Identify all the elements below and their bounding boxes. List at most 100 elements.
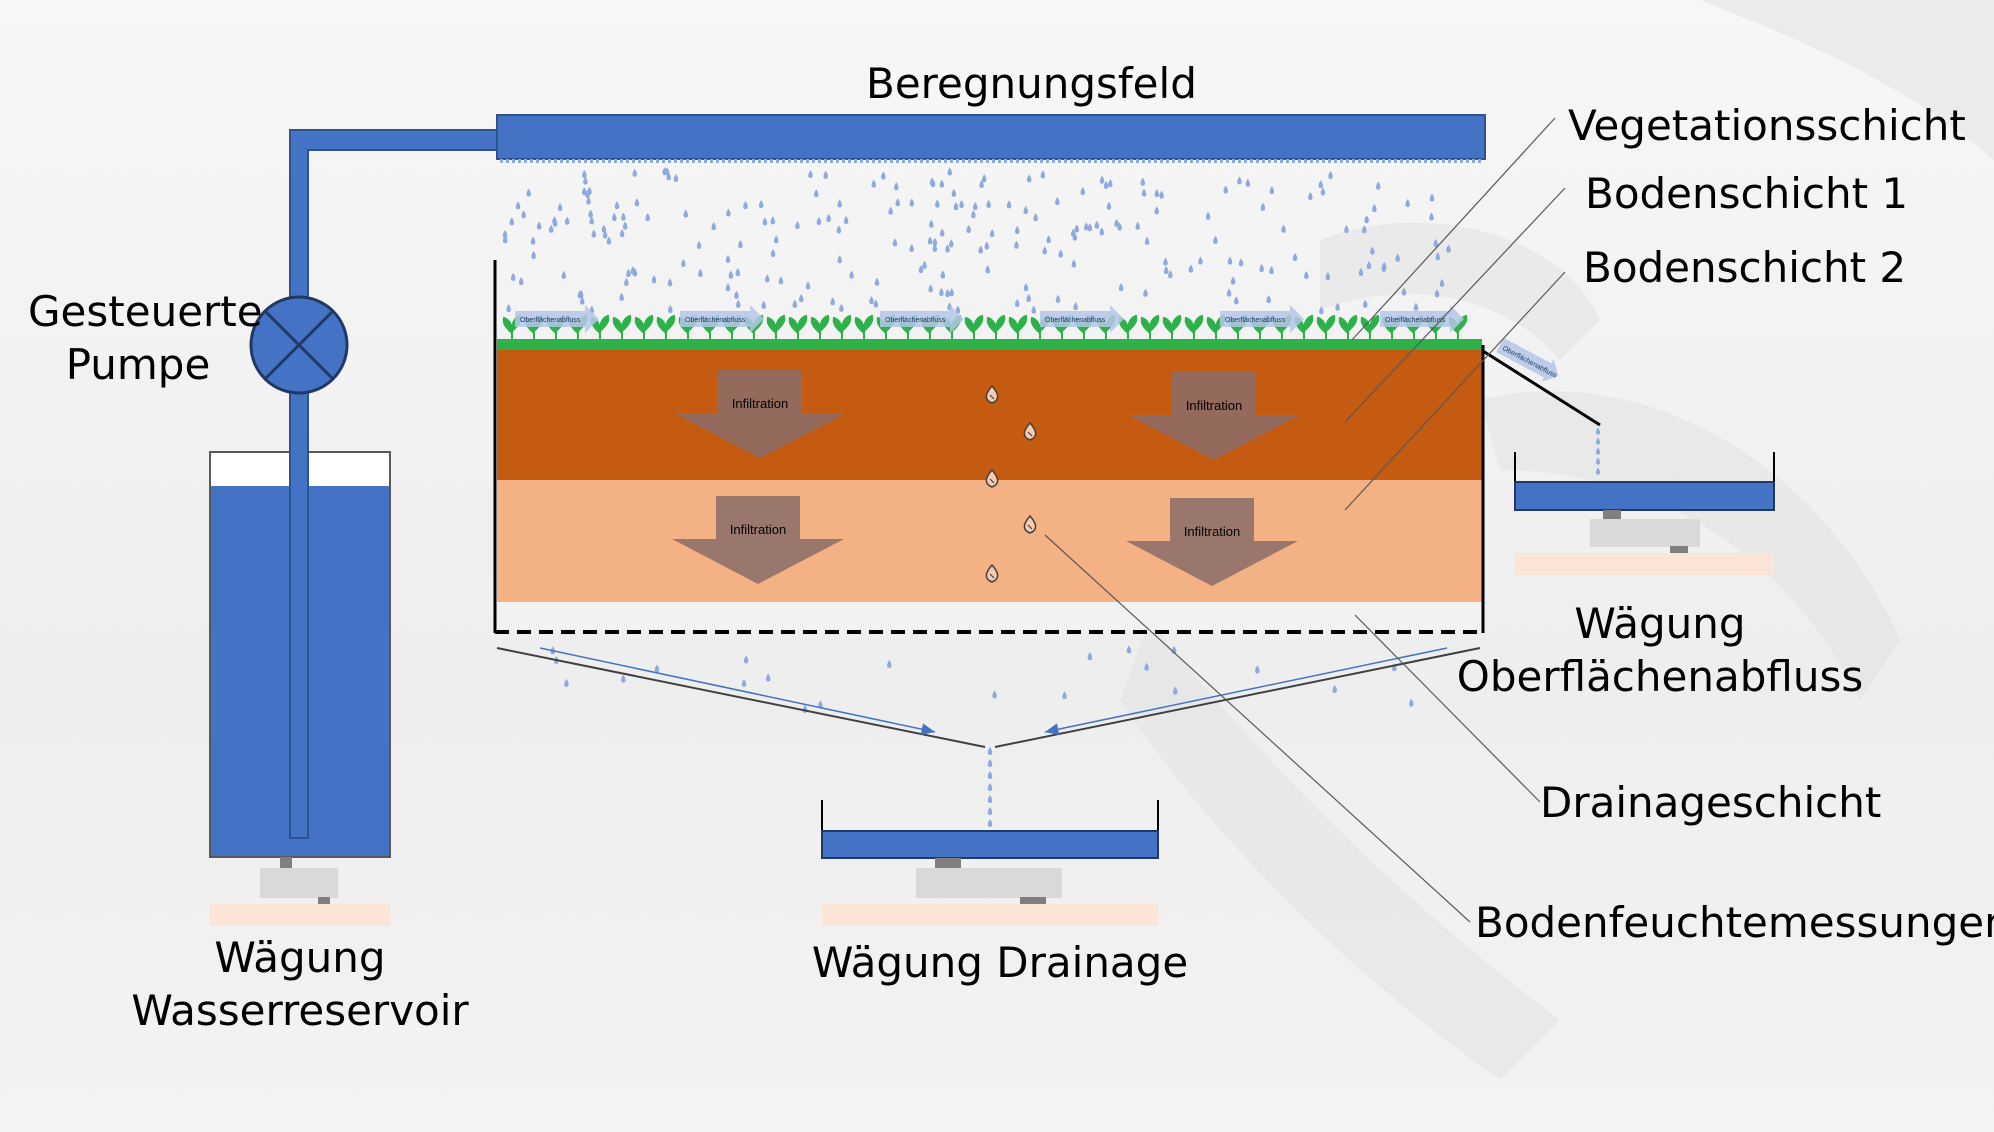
nozzle bbox=[1466, 159, 1469, 163]
nozzle bbox=[1166, 159, 1169, 163]
rain-drop bbox=[536, 221, 542, 230]
nozzle bbox=[1244, 159, 1247, 163]
nozzle bbox=[662, 159, 665, 163]
rain-drop bbox=[1304, 271, 1309, 280]
rain-drop bbox=[869, 296, 874, 305]
rain-drop bbox=[743, 201, 748, 210]
plant-icon bbox=[1008, 314, 1028, 340]
rain-drop bbox=[552, 216, 557, 225]
rain-drop bbox=[577, 290, 583, 299]
rain-drop bbox=[1055, 197, 1060, 206]
nozzle bbox=[668, 159, 671, 163]
drain-stream-drop bbox=[987, 759, 993, 767]
rain-drop bbox=[602, 230, 608, 239]
nozzle bbox=[518, 159, 521, 163]
rain-drop bbox=[928, 284, 933, 293]
rain-drop bbox=[711, 222, 716, 231]
nozzle bbox=[1376, 159, 1379, 163]
rain-drop bbox=[582, 169, 587, 178]
rain-drop bbox=[1366, 261, 1372, 270]
rain-drop bbox=[984, 241, 989, 250]
nozzle bbox=[500, 159, 503, 163]
rain-drop bbox=[823, 170, 828, 179]
surface-runoff-text: Oberflächenabfluss bbox=[520, 317, 581, 324]
rain-drop bbox=[591, 229, 597, 238]
nozzle bbox=[1046, 159, 1049, 163]
nozzle bbox=[1214, 159, 1217, 163]
rain-drop bbox=[1094, 220, 1100, 229]
plant-icon bbox=[1162, 314, 1182, 340]
drain-drop bbox=[1173, 686, 1178, 695]
reservoir-weighing-line-1: Wägung bbox=[214, 933, 386, 982]
rain-drop bbox=[548, 224, 554, 233]
nozzle bbox=[1334, 159, 1337, 163]
rain-drop bbox=[1358, 268, 1364, 277]
rain-drop bbox=[761, 300, 766, 309]
rain-drop bbox=[770, 248, 776, 257]
nozzle bbox=[1412, 159, 1415, 163]
nozzle bbox=[608, 159, 611, 163]
nozzle bbox=[1436, 159, 1439, 163]
rain-drop bbox=[1319, 306, 1324, 315]
pump-icon bbox=[249, 295, 349, 395]
rain-drop bbox=[506, 303, 511, 312]
plant-icon bbox=[986, 314, 1006, 340]
rain-drop bbox=[978, 245, 983, 254]
rain-drop bbox=[645, 213, 650, 222]
rain-drop bbox=[1405, 199, 1410, 208]
rain-drop bbox=[918, 265, 924, 274]
nozzle bbox=[1076, 159, 1079, 163]
nozzle bbox=[1304, 159, 1307, 163]
nozzle bbox=[1088, 159, 1091, 163]
rain-drop bbox=[1114, 218, 1119, 227]
rain-drop bbox=[1023, 206, 1028, 215]
rain-drop bbox=[1401, 287, 1407, 296]
rain-drop bbox=[947, 167, 953, 176]
rain-drop bbox=[582, 187, 587, 196]
rain-drop bbox=[1446, 244, 1451, 253]
nozzle bbox=[734, 159, 737, 163]
nozzle bbox=[572, 159, 575, 163]
drain-drop bbox=[887, 659, 892, 668]
rain-drop bbox=[509, 217, 515, 226]
surface-runoff-arrow: Oberflächenabfluss bbox=[1040, 305, 1124, 333]
rain-drop bbox=[989, 229, 995, 238]
rain-drop bbox=[668, 304, 673, 313]
nozzle bbox=[1208, 159, 1211, 163]
rain-drop bbox=[892, 238, 898, 247]
runoff-scale bbox=[1590, 519, 1700, 547]
nozzle bbox=[1292, 159, 1295, 163]
nozzle bbox=[1316, 159, 1319, 163]
drainage-scale-foot bbox=[935, 858, 961, 868]
runoff-stream-drop bbox=[1595, 437, 1601, 445]
nozzle bbox=[914, 159, 917, 163]
vegetation-layer bbox=[497, 339, 1482, 350]
nozzle bbox=[782, 159, 785, 163]
nozzle bbox=[1124, 159, 1127, 163]
nozzle bbox=[1142, 159, 1145, 163]
rain-drop bbox=[1363, 299, 1368, 308]
rain-drop bbox=[1154, 206, 1159, 215]
rain-drop bbox=[1308, 191, 1313, 200]
rain-drop bbox=[1269, 266, 1274, 275]
rain-drop bbox=[1014, 299, 1020, 308]
rain-drop bbox=[1260, 202, 1266, 211]
rain-drop bbox=[939, 287, 944, 296]
nozzle bbox=[848, 159, 851, 163]
nozzle bbox=[1472, 159, 1475, 163]
rain-drop bbox=[799, 294, 804, 303]
rain-drop bbox=[895, 198, 901, 207]
nozzle bbox=[878, 159, 881, 163]
nozzle bbox=[854, 159, 857, 163]
nozzle bbox=[962, 159, 965, 163]
nozzle bbox=[524, 159, 527, 163]
sprinkler-nozzles bbox=[500, 159, 1481, 163]
rain-drop bbox=[619, 229, 625, 238]
rain-drop bbox=[589, 216, 594, 225]
funnel-flow-right bbox=[1044, 647, 1448, 736]
nozzle bbox=[566, 159, 569, 163]
plant-icon bbox=[1140, 314, 1160, 340]
rain-drop bbox=[579, 296, 585, 305]
nozzle bbox=[812, 159, 815, 163]
